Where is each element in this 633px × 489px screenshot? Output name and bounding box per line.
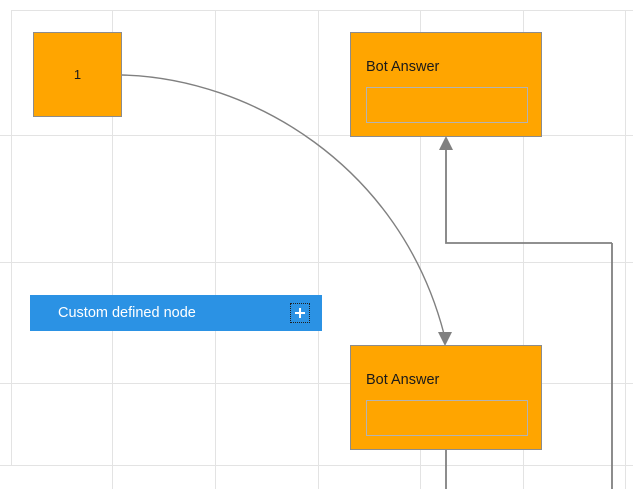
node-bot-answer-top[interactable]: Bot Answer xyxy=(350,32,542,137)
bot-answer-top-title: Bot Answer xyxy=(366,59,440,75)
node-1-label: 1 xyxy=(73,67,82,82)
bot-answer-bottom-title: Bot Answer xyxy=(366,372,440,388)
custom-defined-node-label: Custom defined node xyxy=(58,304,196,321)
node-custom-defined[interactable]: Custom defined node xyxy=(30,295,322,331)
node-bot-answer-bottom[interactable]: Bot Answer xyxy=(350,345,542,450)
bot-answer-top-slot[interactable] xyxy=(366,87,528,123)
bot-answer-bottom-slot[interactable] xyxy=(366,400,528,436)
node-1[interactable]: 1 xyxy=(33,32,122,117)
plus-icon[interactable] xyxy=(290,303,310,323)
